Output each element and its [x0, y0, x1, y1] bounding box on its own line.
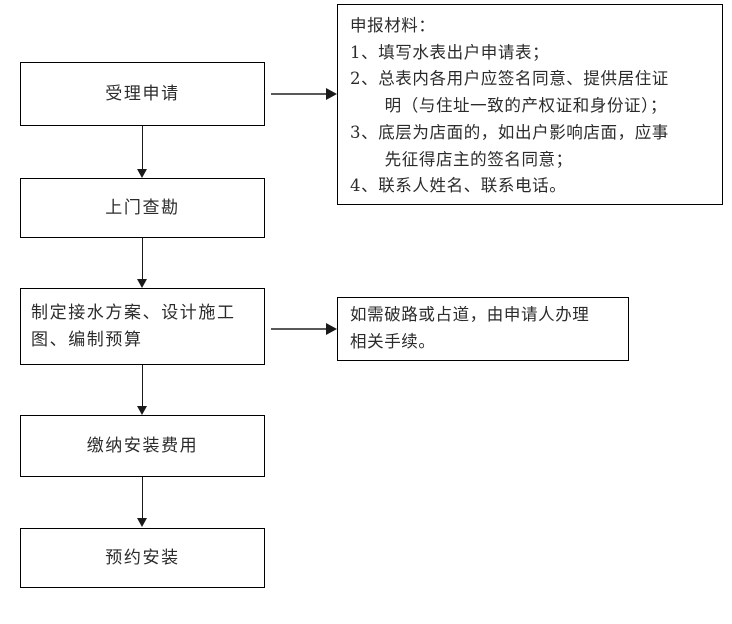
- arrow-down-icon: [137, 406, 147, 415]
- flow-node-accept-application[interactable]: 受理申请: [20, 62, 265, 126]
- note-line: 相关手续。: [350, 332, 436, 351]
- note-line: 4、联系人姓名、联系电话。: [350, 176, 567, 196]
- flow-node-label: 缴纳安装费用: [86, 435, 199, 456]
- flow-node-pay-install-fee[interactable]: 缴纳安装费用: [20, 415, 265, 477]
- note-line: 1、填写水表出户申请表；: [350, 42, 550, 62]
- note-line: 2、总表内各用户应签名同意、提供居住证: [350, 69, 669, 89]
- connector-plan-to-fee-line: [142, 365, 144, 407]
- flow-node-schedule-install[interactable]: 预约安装: [20, 528, 265, 588]
- note-title: 申报材料：: [350, 16, 436, 35]
- connector-accept-to-materials-line: [271, 93, 329, 95]
- note-line: 如需破路或占道，由申请人办理: [350, 305, 590, 325]
- note-box-road-permit[interactable]: 如需破路或占道，由申请人办理 相关手续。: [337, 297, 629, 361]
- flow-node-label: 上门查勘: [105, 197, 180, 218]
- flow-node-label: 制定接水方案、设计施工图、编制预算: [31, 303, 236, 350]
- flow-node-plan-design-budget[interactable]: 制定接水方案、设计施工图、编制预算: [20, 288, 265, 365]
- arrow-right-icon: [326, 88, 337, 100]
- flow-node-label: 预约安装: [105, 547, 180, 568]
- flow-node-label: 受理申请: [105, 83, 180, 104]
- connector-fee-to-schedule-line: [142, 477, 144, 519]
- arrow-down-icon: [137, 518, 147, 527]
- connector-survey-to-plan-line: [142, 238, 144, 280]
- note-box-materials[interactable]: 申报材料： 1、填写水表出户申请表； 2、总表内各用户应签名同意、提供居住证 明…: [337, 4, 723, 205]
- arrow-down-icon: [137, 279, 147, 288]
- note-line: 3、底层为店面的，如出户影响店面，应事: [350, 122, 669, 142]
- connector-plan-to-road-line: [271, 328, 329, 330]
- arrow-down-icon: [137, 169, 147, 178]
- arrow-right-icon: [326, 323, 337, 335]
- note-line: 先征得店主的签名同意；: [384, 149, 573, 169]
- note-line: 明（与住址一致的产权证和身份证）；: [384, 96, 668, 116]
- connector-accept-to-survey-line: [142, 126, 144, 170]
- flow-node-site-survey[interactable]: 上门查勘: [20, 178, 265, 238]
